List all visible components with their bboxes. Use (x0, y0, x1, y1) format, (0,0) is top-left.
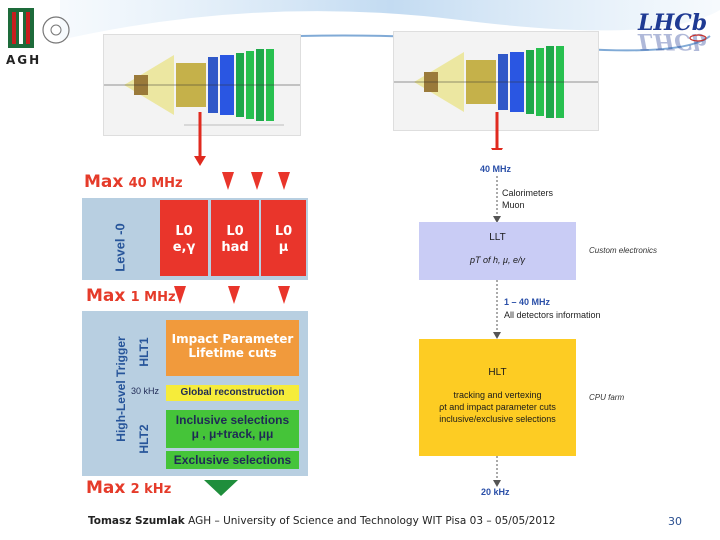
triangles-row-2 (174, 286, 290, 304)
arrow-down-icon (251, 172, 263, 190)
rate-40mhz: 40 MHz (480, 164, 512, 174)
rate-30khz: 30 kHz (131, 386, 160, 396)
hlt-title: HLT (488, 367, 507, 378)
calorimeters-label: Calorimeters (502, 188, 554, 198)
high-level-trigger-label: High-Level Trigger (114, 336, 128, 442)
inclusive-selections-box: Inclusive selections μ , μ+track, μμ (166, 410, 299, 448)
page-number: 30 (668, 515, 682, 528)
arrow-down-icon (278, 286, 290, 304)
footer-text: Tomasz Szumlak AGH – University of Scien… (88, 515, 555, 527)
all-detectors-label: All detectors information (504, 310, 601, 320)
global-reconstruction-box: Global reconstruction (166, 385, 299, 401)
green-arrow-down-icon (204, 480, 238, 496)
footer-affiliation: AGH – University of Science and Technolo… (188, 515, 556, 527)
inclusive-line2: μ , μ+track, μμ (191, 427, 274, 441)
hlt1-label: HLT1 (137, 337, 151, 367)
triangles-row-1 (222, 172, 290, 190)
red-arrow-left-head (194, 156, 206, 166)
impact-parameter-box: Impact Parameter Lifetime cuts (166, 320, 299, 376)
l0-box-line1: L0 (274, 224, 293, 239)
footer-author: Tomasz Szumlak (88, 515, 185, 527)
l0-box-line2: e,γ (172, 240, 196, 255)
rate-1-40mhz: 1 – 40 MHz (504, 297, 551, 307)
l0-box-line2: had (221, 240, 249, 255)
detector-image-right (393, 31, 599, 131)
hlt-line3: inclusive/exclusive selections (439, 414, 556, 424)
lhcb-logo: LHCb LHCb (632, 4, 716, 54)
l0-box-line1: L0 (226, 224, 244, 239)
cpu-farm-label: CPU farm (589, 393, 625, 402)
l0-box-mu: L0 μ (261, 200, 306, 276)
arrow-down-icon (278, 172, 290, 190)
muon-label: Muon (502, 200, 525, 210)
l0-box-had: L0 had (211, 200, 259, 276)
hlt-box: HLT tracking and vertexing ρt and impact… (419, 339, 576, 456)
lhcb-logo-text: LHCb (637, 10, 707, 36)
llt-box: LLT pT of h, μ, e/γ (419, 222, 576, 280)
level0-label: Level -0 (112, 223, 128, 272)
hlt-line2: ρt and impact parameter cuts (439, 402, 556, 412)
llt-title: LLT (489, 232, 506, 243)
max-rate-2khz: Max 2 kHz (86, 478, 172, 498)
flow-arrow-1 (493, 176, 501, 223)
l0-box-line1: L0 (175, 224, 193, 239)
arrow-down-icon (493, 480, 501, 487)
arrow-down-icon (222, 172, 234, 190)
arrow-down-icon (174, 286, 186, 304)
arrow-down-icon (228, 286, 240, 304)
flow-arrow-2 (493, 280, 501, 339)
hlt-line1: tracking and vertexing (453, 390, 542, 400)
l0-box-line2: μ (278, 240, 289, 255)
impact-line2: Lifetime cuts (188, 346, 277, 360)
llt-subtitle: pT of h, μ, e/γ (470, 255, 525, 265)
detector-image-left (103, 34, 301, 136)
custom-electronics-label: Custom electronics (589, 246, 658, 255)
flow-arrow-3 (493, 456, 501, 487)
max-rate-40mhz: Max 40 MHz (84, 172, 183, 192)
agh-logo-text: AGH (6, 53, 41, 66)
rate-20khz: 20 kHz (481, 487, 510, 497)
arrow-down-icon (493, 216, 501, 223)
hlt2-label: HLT2 (137, 424, 151, 454)
inclusive-line1: Inclusive selections (175, 413, 290, 427)
max-rate-1mhz: Max 1 MHz (86, 286, 176, 306)
agh-logo: AGH (4, 4, 74, 67)
impact-line1: Impact Parameter (171, 332, 294, 346)
l0-box-egamma: L0 e,γ (160, 200, 208, 276)
exclusive-selections-box: Exclusive selections (166, 451, 299, 469)
arrow-down-icon (493, 332, 501, 339)
